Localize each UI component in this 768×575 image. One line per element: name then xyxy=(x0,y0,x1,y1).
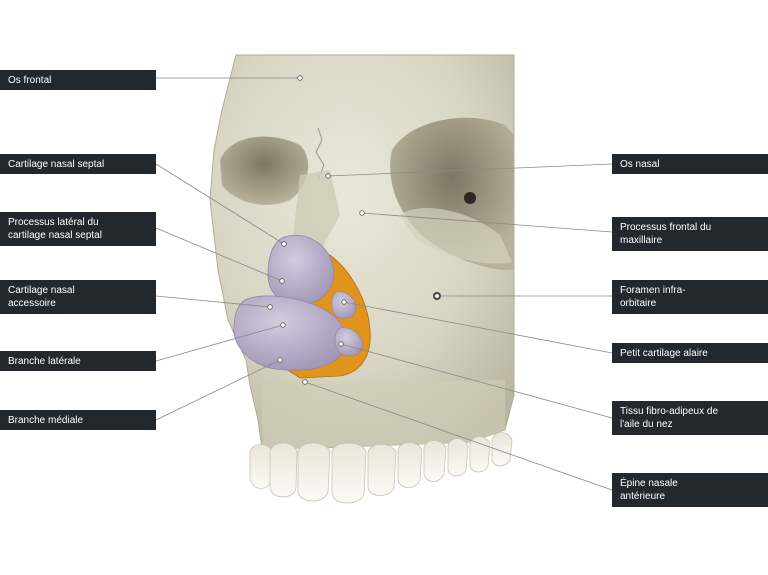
label-branche-laterale: Branche latérale xyxy=(0,351,156,371)
alar-cartilage xyxy=(233,295,347,371)
leader-os-nasal xyxy=(327,163,613,177)
nasal-bone-ridge xyxy=(292,170,340,248)
dot-os-nasal xyxy=(325,173,331,179)
label-tissu-fibro-adipeux: Tissu fibro-adipeux de l'aile du nez xyxy=(612,401,768,435)
tooth xyxy=(423,440,447,482)
dot-processus-lateral xyxy=(279,278,285,284)
tooth xyxy=(297,442,331,502)
dot-cartilage-accessoire xyxy=(267,304,273,310)
label-foramen-infraorbitaire: Foramen infra- orbitaire xyxy=(612,280,768,314)
pointer-dots xyxy=(267,75,440,385)
tooth xyxy=(469,436,491,473)
dot-tissu xyxy=(338,341,344,347)
tooth xyxy=(331,442,367,504)
tooth xyxy=(249,444,273,489)
label-cartilage-nasal-septal: Cartilage nasal septal xyxy=(0,154,156,174)
dot-branche-laterale xyxy=(280,322,286,328)
leader-cartilage-septal xyxy=(155,163,285,245)
dot-petit-cartilage xyxy=(341,299,347,305)
leader-branche-mediale xyxy=(155,359,281,421)
leader-tissu xyxy=(340,343,613,419)
label-petit-cartilage-alaire: Petit cartilage alaire xyxy=(612,343,768,363)
tooth xyxy=(491,432,513,467)
dot-branche-mediale xyxy=(277,357,283,363)
dot-processus-frontal xyxy=(359,210,365,216)
tooth xyxy=(397,442,423,488)
teeth xyxy=(249,432,513,504)
tooth xyxy=(447,438,469,477)
left-orbit xyxy=(220,136,309,205)
dot-os-frontal xyxy=(297,75,303,81)
tooth xyxy=(367,444,397,496)
dot-cartilage-septal xyxy=(281,241,287,247)
label-processus-lateral: Processus latéral du cartilage nasal sep… xyxy=(0,212,156,246)
label-branche-mediale: Branche médiale xyxy=(0,410,156,430)
medial-crus xyxy=(334,327,363,357)
dot-foramen xyxy=(434,293,440,299)
leader-lines xyxy=(155,77,613,491)
leader-processus-frontal xyxy=(361,212,613,233)
right-orbit-inner xyxy=(400,207,512,264)
label-processus-frontal: Processus frontal du maxillaire xyxy=(612,217,768,251)
leader-petit-cartilage xyxy=(343,301,613,354)
leader-cartilage-accessoire xyxy=(155,295,271,308)
leader-branche-laterale xyxy=(155,324,284,362)
skull xyxy=(209,54,515,449)
orbit-hole xyxy=(464,192,476,204)
maxilla-lower xyxy=(262,380,505,448)
leader-epine xyxy=(304,381,613,491)
dot-epine xyxy=(302,379,308,385)
lesser-alar-cartilage xyxy=(331,291,357,319)
nose-cartilages xyxy=(233,234,371,379)
frontonasal-suture xyxy=(315,127,325,181)
label-epine-nasale: Épine nasale antérieure xyxy=(612,473,768,507)
label-cartilage-nasal-accessoire: Cartilage nasal accessoire xyxy=(0,280,156,314)
label-os-nasal: Os nasal xyxy=(612,154,768,174)
label-os-frontal: Os frontal xyxy=(0,70,156,90)
leader-processus-lateral xyxy=(155,227,283,282)
tooth xyxy=(269,442,298,498)
